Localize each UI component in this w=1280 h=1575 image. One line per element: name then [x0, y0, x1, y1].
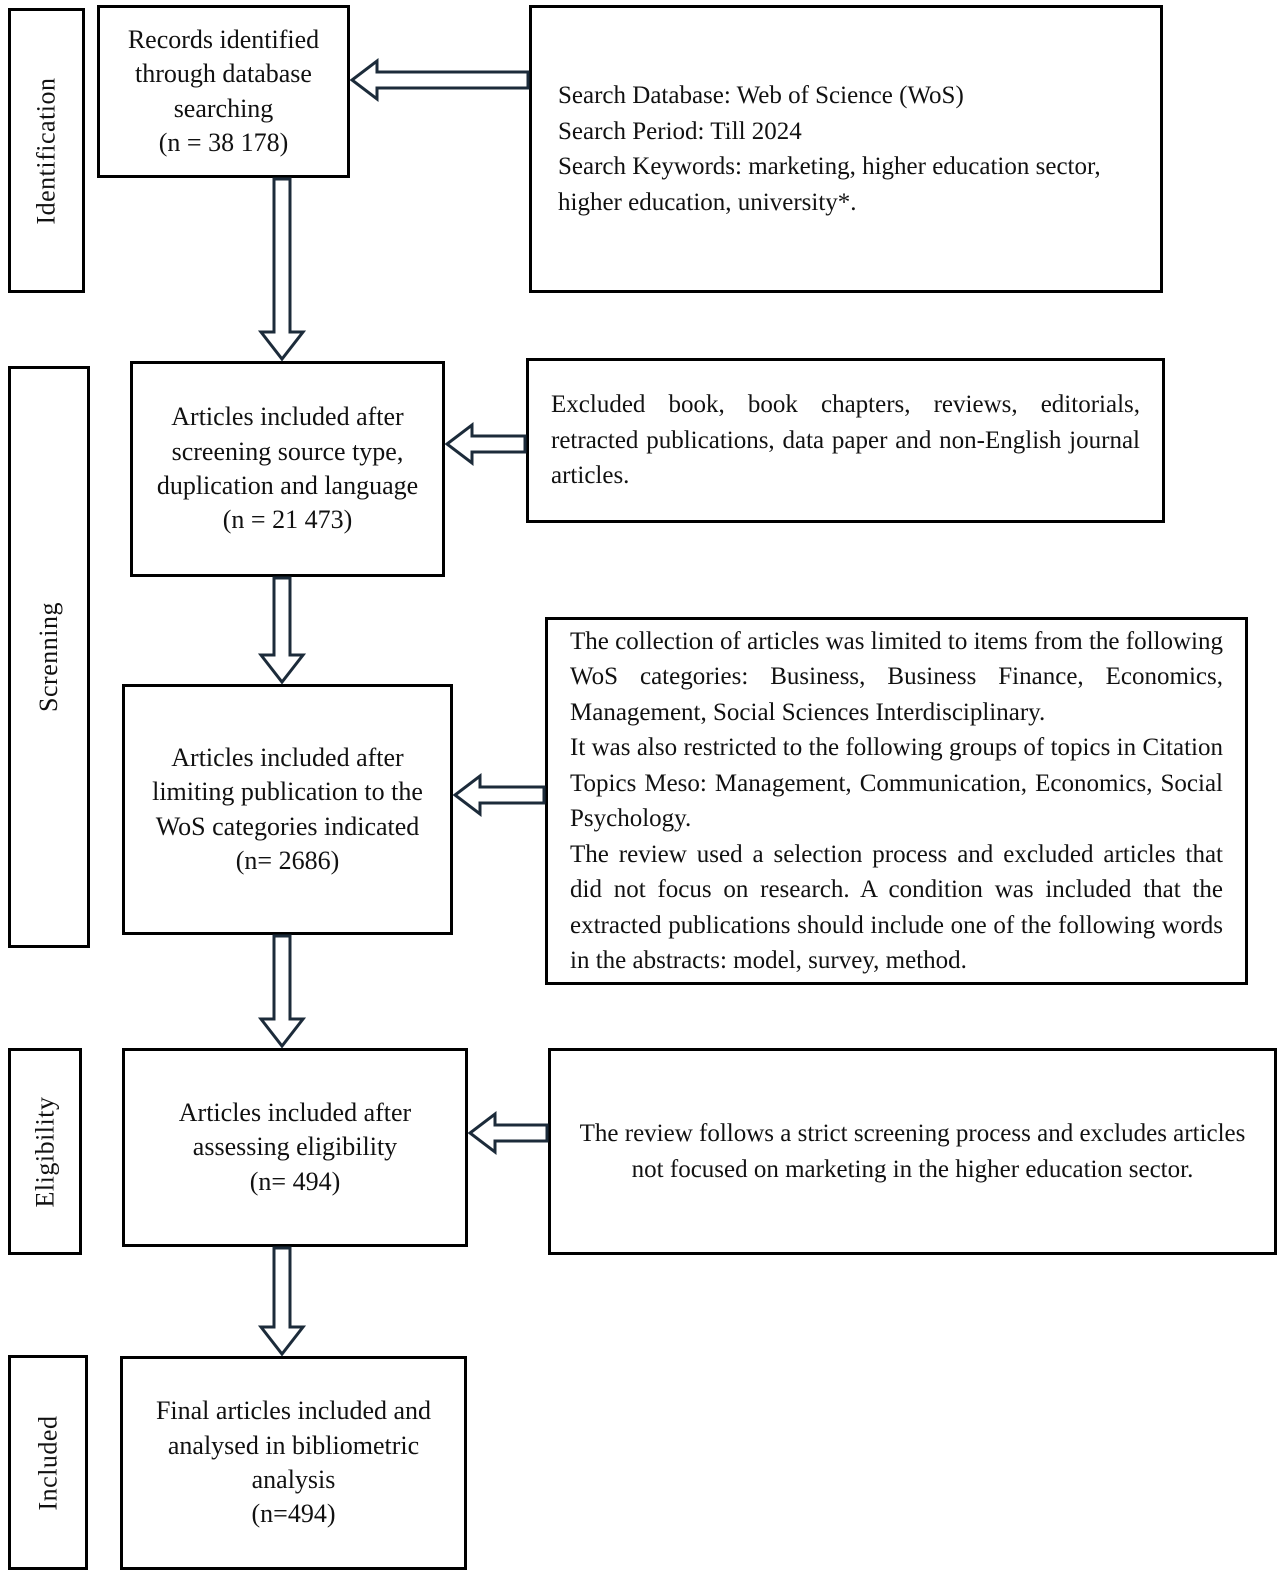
- flow-box-eligibility-assessed-text: Articles included after assessing eligib…: [178, 1098, 412, 1196]
- stage-box-eligibility: Eligibility: [8, 1048, 82, 1255]
- flow-box-screened-source-type-text: Articles included after screening source…: [156, 402, 419, 535]
- arrow-left-1-icon: [349, 57, 530, 103]
- note-box-excluded-types: Excluded book, book chapters, reviews, e…: [526, 358, 1165, 523]
- arrow-down-4-icon: [257, 1246, 307, 1357]
- arrow-down-1-icon: [257, 177, 307, 362]
- flow-box-final-included-text: Final articles included and analysed in …: [155, 1396, 432, 1529]
- flow-box-records-identified-text: Records identified through database sear…: [127, 24, 320, 157]
- arrow-left-4-icon: [467, 1110, 549, 1156]
- stage-label-screening: Screnning: [34, 602, 64, 712]
- arrow-down-2-icon: [257, 576, 307, 685]
- stage-box-screening: Screnning: [8, 366, 90, 948]
- stage-label-eligibility: Eligibility: [30, 1096, 60, 1207]
- note-box-category-restrictions-text: The collection of articles was limited t…: [570, 627, 1223, 975]
- flow-box-wos-categories-text: Articles included after limiting publica…: [152, 742, 423, 875]
- arrow-left-3-icon: [452, 772, 546, 818]
- stage-box-identification: Identification: [8, 8, 85, 293]
- flow-box-wos-categories: Articles included after limiting publica…: [122, 684, 453, 935]
- note-box-excluded-types-text: Excluded book, book chapters, reviews, e…: [551, 391, 1140, 490]
- flow-box-records-identified: Records identified through database sear…: [97, 5, 350, 178]
- flow-box-eligibility-assessed: Articles included after assessing eligib…: [122, 1048, 468, 1247]
- stage-box-included: Included: [8, 1355, 88, 1570]
- stage-label-identification: Identification: [31, 76, 61, 225]
- note-box-search-strategy: Search Database: Web of Science (WoS) Se…: [529, 5, 1163, 293]
- stage-label-included: Included: [33, 1415, 62, 1510]
- flow-box-final-included: Final articles included and analysed in …: [120, 1356, 467, 1570]
- note-box-search-strategy-text: Search Database: Web of Science (WoS) Se…: [558, 82, 1101, 216]
- note-box-screening-process: The review follows a strict screening pr…: [548, 1048, 1277, 1255]
- arrow-left-2-icon: [444, 421, 527, 467]
- arrow-down-3-icon: [257, 934, 307, 1049]
- note-box-category-restrictions: The collection of articles was limited t…: [545, 617, 1248, 985]
- note-box-screening-process-text: The review follows a strict screening pr…: [579, 1120, 1246, 1183]
- flow-box-screened-source-type: Articles included after screening source…: [130, 361, 445, 577]
